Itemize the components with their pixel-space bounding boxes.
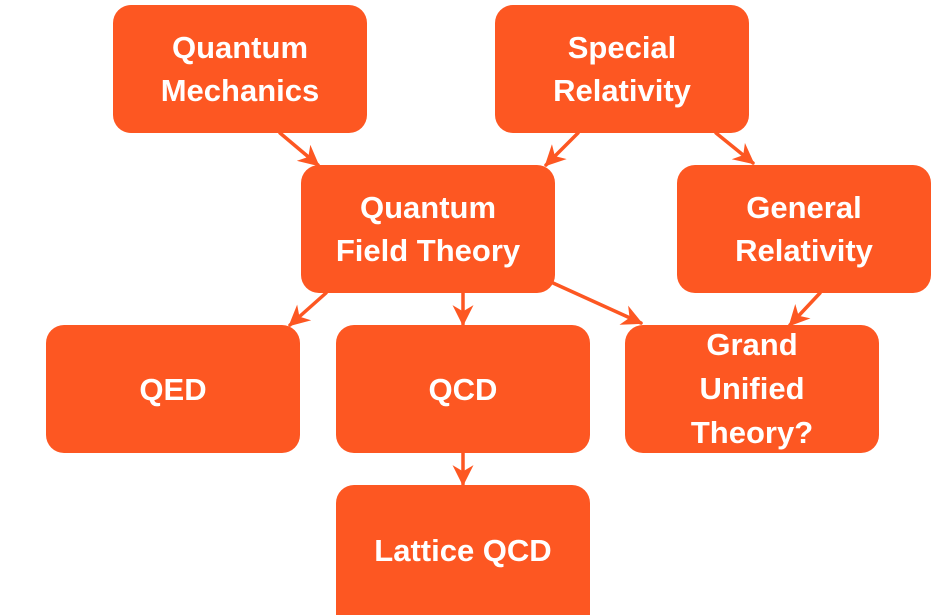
node-quantum-mechanics: Quantum Mechanics [113, 5, 367, 133]
node-grand-unified-theory: Grand Unified Theory? [625, 325, 879, 453]
edge-sr-to-qft [544, 131, 580, 167]
node-label: Lattice QCD [374, 532, 552, 568]
node-lattice-qcd: Lattice QCD [336, 485, 590, 615]
node-general-relativity: General Relativity [677, 165, 931, 293]
node-qcd: QCD [336, 325, 590, 453]
node-special-relativity: Special Relativity [495, 5, 749, 133]
node-label: Quantum Field Theory [335, 190, 521, 268]
edge-qft-to-gut [551, 281, 643, 325]
edge-qft-to-qed [288, 291, 328, 327]
node-label: General Relativity [735, 190, 873, 268]
node-label: QED [139, 371, 207, 407]
edge-qm-to-qft [278, 131, 320, 167]
node-label: Quantum Mechanics [160, 30, 320, 108]
node-label: Grand Unified Theory? [690, 327, 814, 450]
node-label: QCD [428, 371, 498, 407]
node-qed: QED [46, 325, 300, 453]
edge-sr-to-gr [714, 131, 755, 165]
node-label: Special Relativity [553, 30, 691, 108]
node-quantum-field-theory: Quantum Field Theory [301, 165, 555, 293]
edge-gr-to-gut [788, 291, 822, 327]
